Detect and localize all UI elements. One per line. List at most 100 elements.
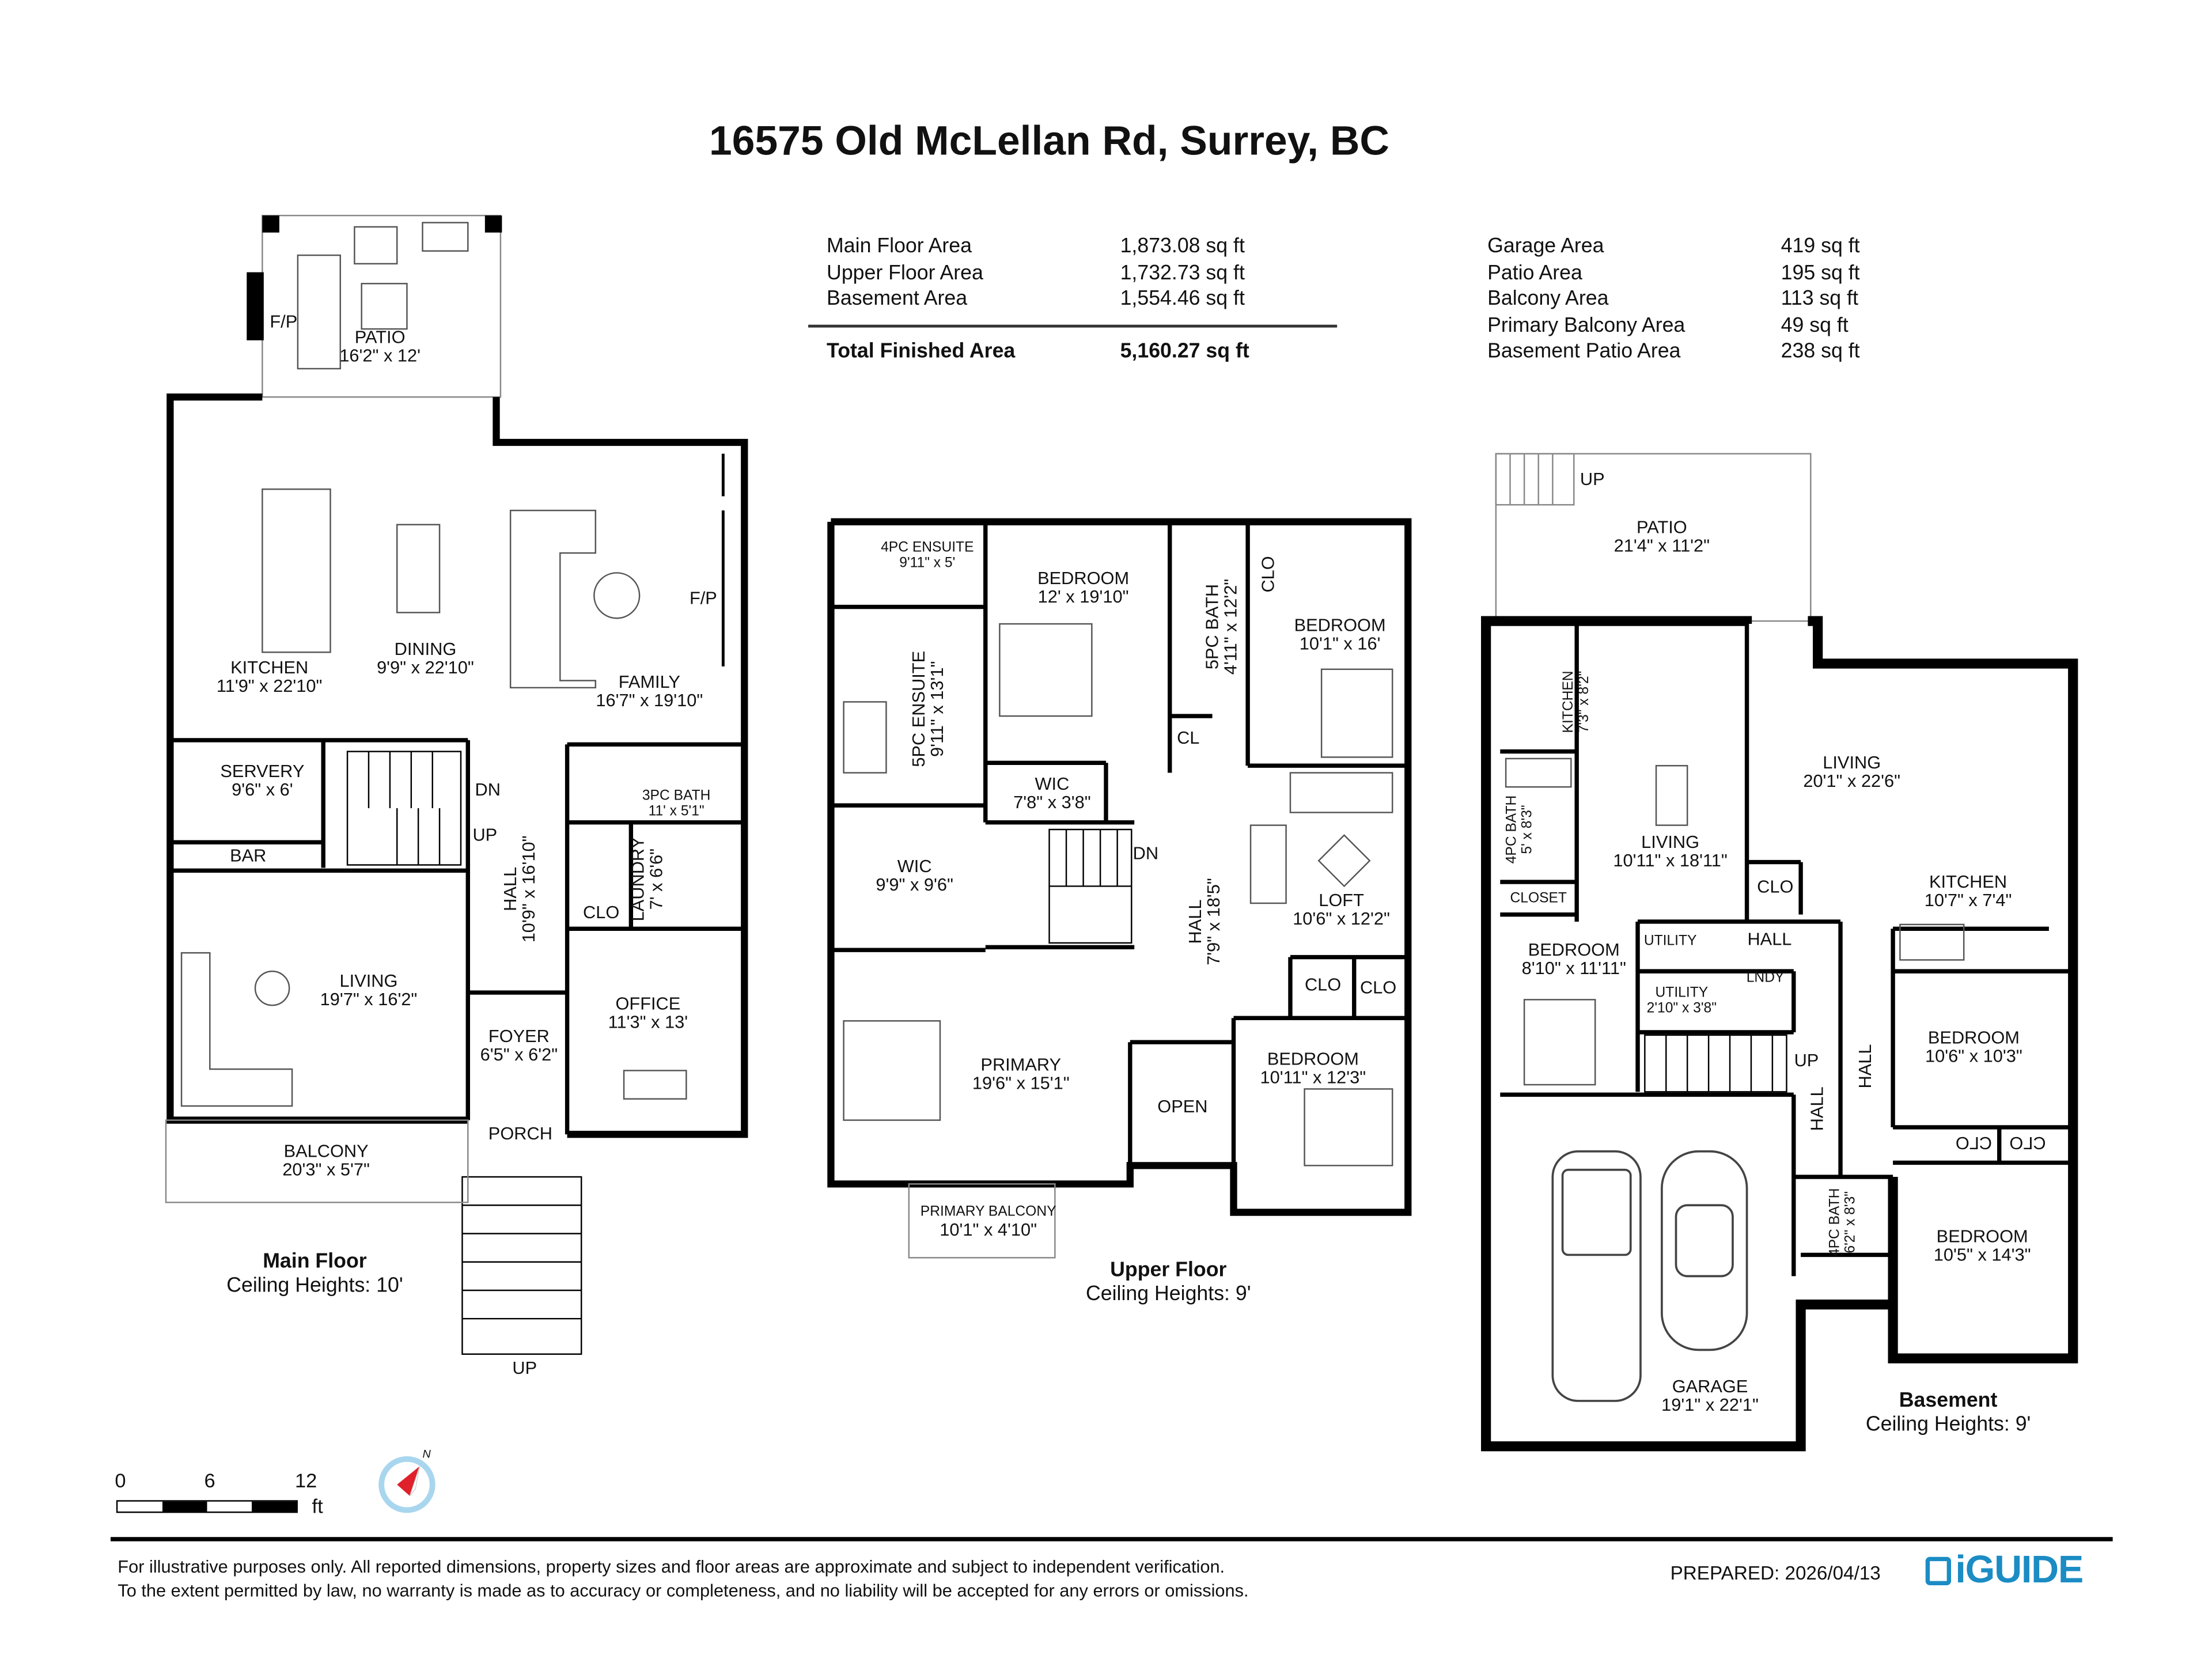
main-floor-interior	[170, 453, 745, 1135]
iguide-logo-icon	[1925, 1556, 1952, 1585]
prepared-date: PREPARED: 2026/04/13	[1670, 1562, 1881, 1584]
disclaimer: For illustrative purposes only. All repo…	[118, 1556, 1249, 1601]
iguide-logo: iGUIDE	[1925, 1548, 2084, 1592]
stairs-down-label: DN	[475, 779, 501, 800]
basement-interior	[1500, 624, 2073, 1277]
room-closet: CLOSET	[1510, 891, 1567, 907]
basement-stairs	[1644, 1034, 1787, 1093]
basement-furniture	[1505, 757, 1965, 1086]
stairs-down-label: DN	[1132, 843, 1159, 864]
total-divider	[808, 324, 1338, 328]
room-laundry: LNDY	[1746, 970, 1785, 986]
fireplace-label: F/P	[270, 312, 298, 332]
room-clo: CLO	[1757, 877, 1794, 897]
fireplace-label: F/P	[689, 588, 717, 608]
upper-stairs	[1048, 828, 1132, 944]
stairs-up-label: UP	[1580, 469, 1605, 490]
page-title: 16575 Old McLellan Rd, Surrey, BC	[709, 119, 1389, 165]
room-cl: CL	[1177, 728, 1200, 748]
room-utility: UTILITY	[1643, 933, 1697, 949]
truck-icon	[1551, 1150, 1642, 1402]
room-clo: CLO	[1955, 1133, 1993, 1154]
stairs-up-label: UP	[1794, 1050, 1819, 1071]
room-porch: PORCH	[488, 1123, 552, 1144]
garage-vehicles	[1551, 1150, 1748, 1402]
room-clo: CLO	[1304, 975, 1342, 995]
room-hall: HALL	[1855, 1044, 1876, 1089]
basement-patio-steps	[1495, 453, 1575, 506]
upper-furniture	[843, 623, 1393, 1166]
room-clo: CLO	[1359, 978, 1397, 998]
north-label: N	[422, 1448, 431, 1461]
footer-divider	[110, 1537, 2113, 1541]
car-icon	[1661, 1150, 1748, 1351]
main-furniture	[180, 222, 687, 1107]
room-clo: CLO	[583, 902, 620, 923]
main-balcony-outline	[165, 1119, 469, 1203]
room-clo: CLO	[2009, 1133, 2046, 1154]
room-bar: BAR	[230, 846, 267, 866]
room-clo: CLO	[1258, 556, 1279, 593]
primary-balcony-outline	[908, 1183, 1056, 1259]
stairs-up-label: UP	[472, 825, 498, 846]
room-hall: HALL	[1747, 929, 1792, 949]
upper-floor-interior	[831, 521, 1408, 1166]
room-hall: HALL	[1807, 1086, 1827, 1131]
room-open: OPEN	[1157, 1096, 1208, 1117]
stairs-up-label: UP	[512, 1358, 537, 1378]
main-stairs	[346, 751, 582, 1355]
